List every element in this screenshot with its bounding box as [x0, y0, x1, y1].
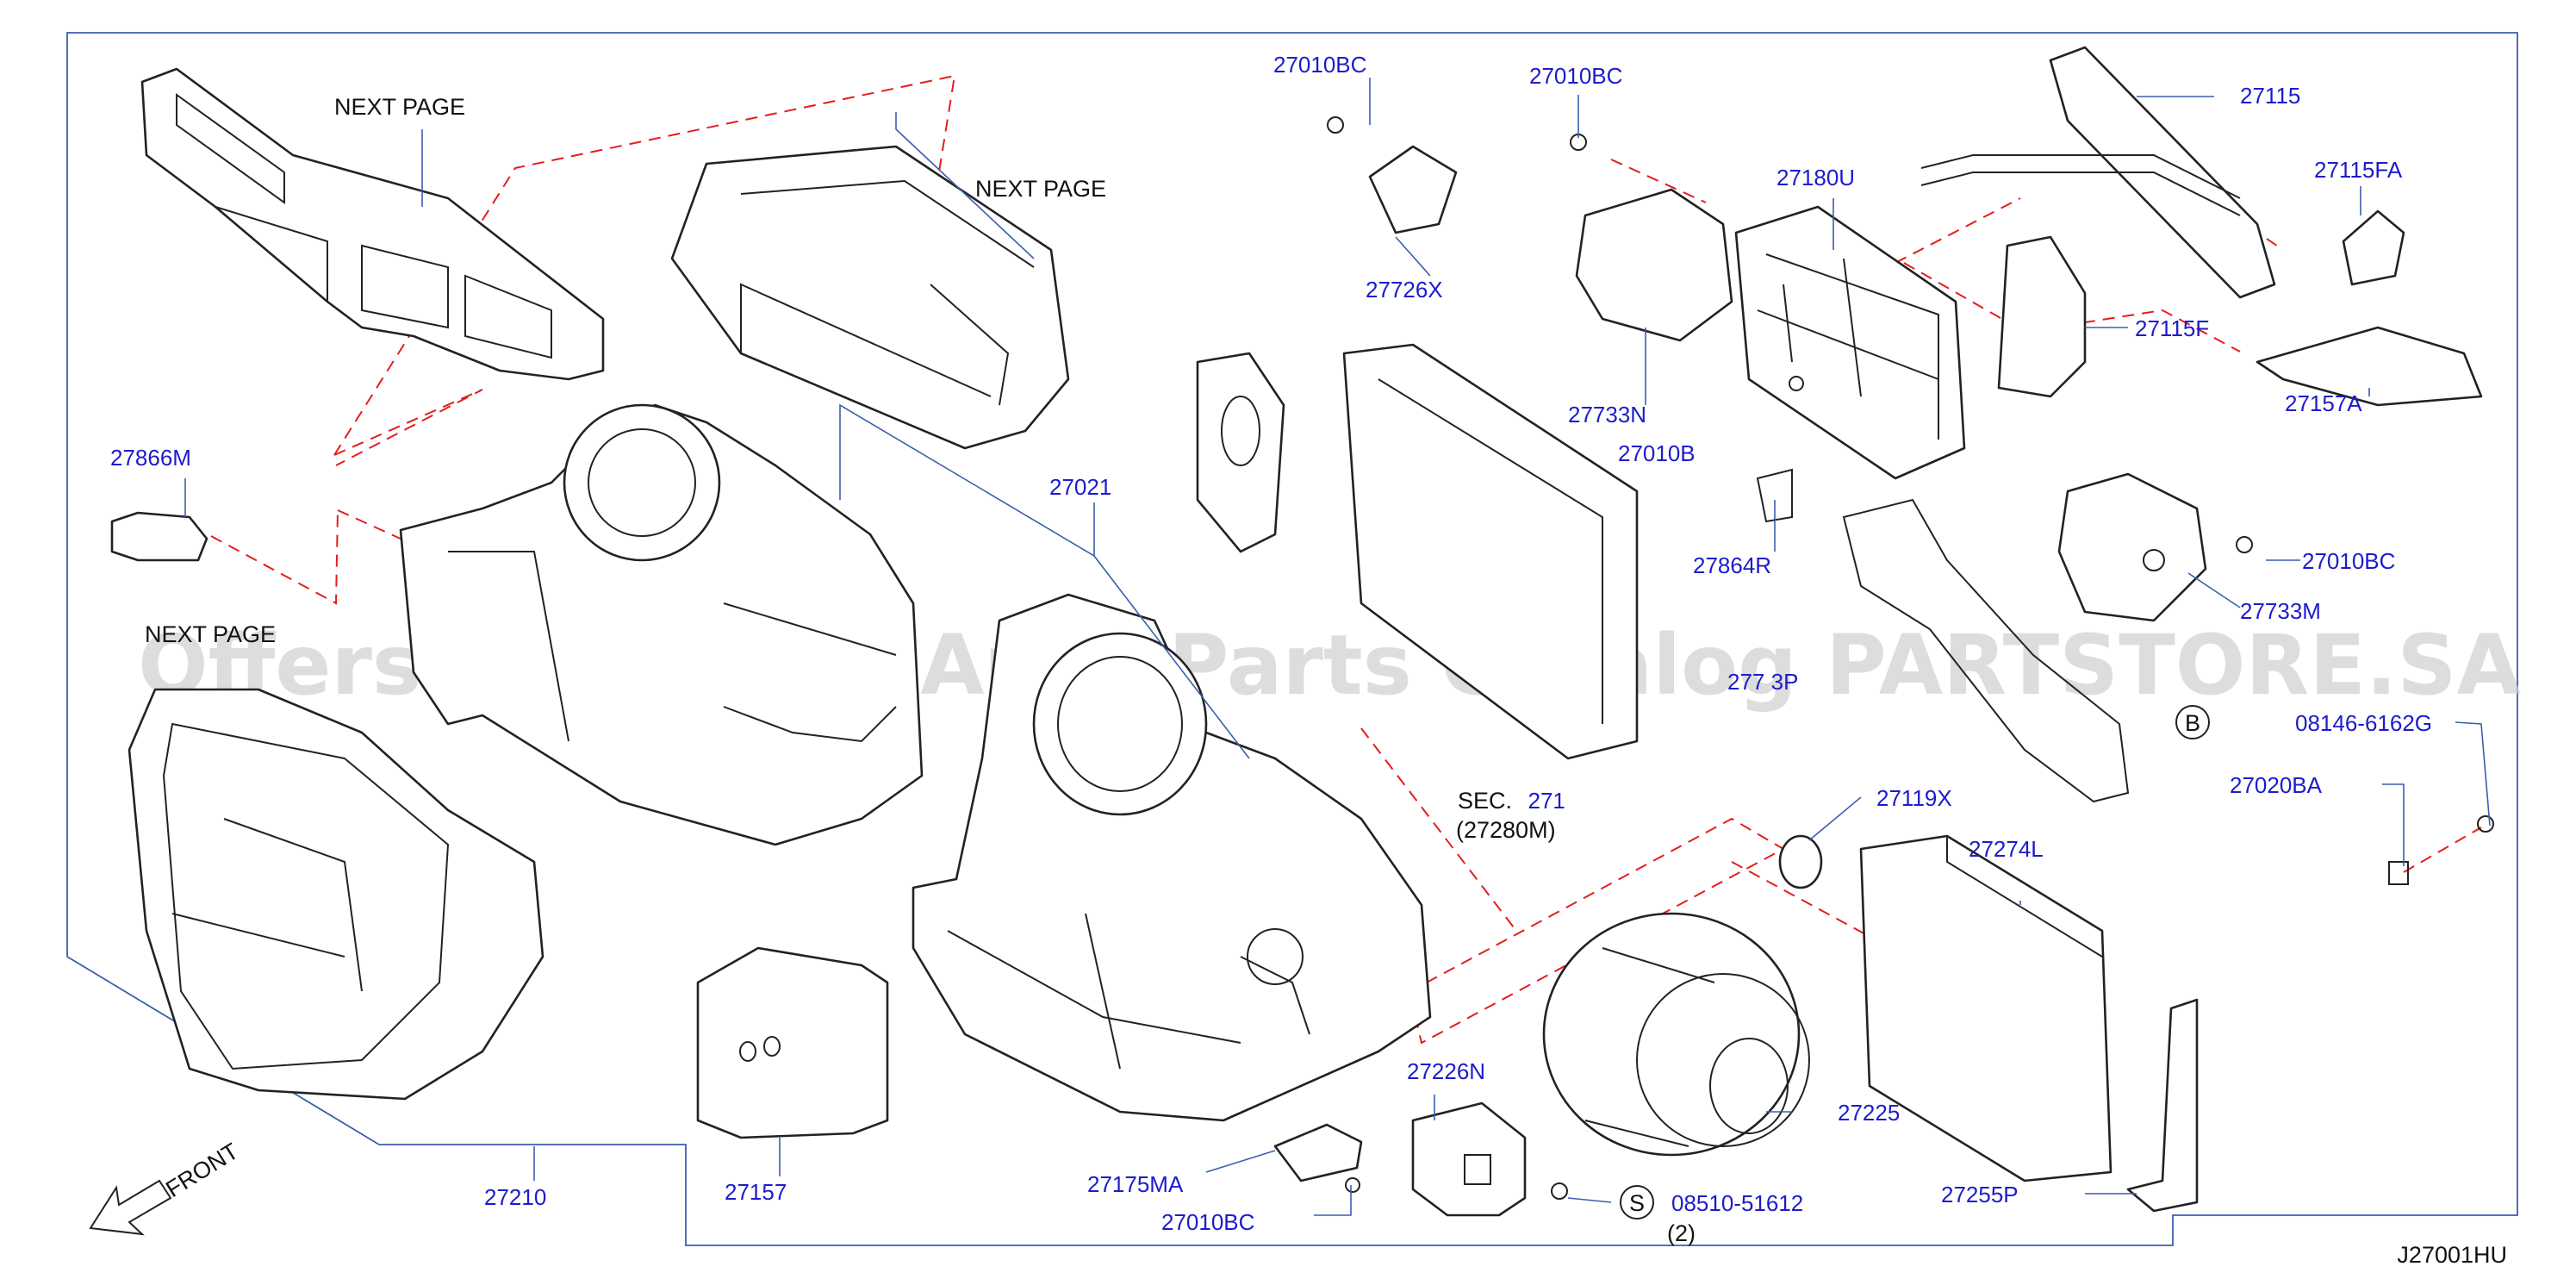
clip-drawing [2342, 209, 2405, 286]
callout-s: S [1620, 1185, 1654, 1220]
bracket-drawing [2126, 998, 2199, 1213]
heater-core-drawing [1920, 46, 2276, 299]
part-27010BC-c[interactable]: 27010BC [2302, 548, 2395, 574]
front-label: FRONT [161, 1138, 243, 1202]
motor-gear-drawing [1778, 834, 1823, 889]
blower-motor-drawing [1542, 912, 1810, 1157]
side-duct-drawing [2256, 326, 2483, 407]
callout-b: B [2175, 705, 2210, 739]
next-page-labels: NEXT PAGE NEXT PAGE NEXT PAGE [145, 94, 1106, 647]
part-27733N[interactable]: 27733N [1568, 402, 1646, 427]
part-08510-quantity: (2) [1667, 1220, 1696, 1246]
evaporator-frame-drawing [1734, 205, 1966, 480]
heater-unit-drawing [912, 593, 1432, 1122]
section-ref-number[interactable]: 271 [1528, 788, 1565, 814]
part-27020BA[interactable]: 27020BA [2230, 772, 2323, 798]
part-27255P[interactable]: 27255P [1941, 1182, 2019, 1207]
part-27157[interactable]: 27157 [725, 1179, 787, 1205]
harness-drawing [1842, 498, 2130, 803]
part-27010BC-d[interactable]: 27010BC [1161, 1209, 1254, 1235]
next-page-label-3[interactable]: NEXT PAGE [145, 621, 276, 647]
part-27175MA[interactable]: 27175MA [1087, 1171, 1184, 1197]
part-number-labels: 27010BC 27010BC 27726X 27180U 27115 2711… [110, 52, 2432, 1246]
part-27864R[interactable]: 27864R [1693, 552, 1771, 578]
upper-case-drawing [670, 145, 1070, 450]
part-27180U[interactable]: 27180U [1776, 165, 1855, 190]
part-27157A[interactable]: 27157A [2285, 390, 2362, 416]
small-bracket-drawing [1273, 1123, 1363, 1182]
part-27726X[interactable]: 27726X [1366, 277, 1443, 303]
section-reference[interactable]: SEC. 271 (27280M) [1456, 788, 1565, 843]
sensor-drawing [1368, 145, 1458, 234]
intake-duct-drawing [140, 67, 605, 381]
part-27226N[interactable]: 27226N [1407, 1058, 1485, 1084]
part-27115[interactable]: 27115 [2240, 83, 2300, 109]
blower-case-drawing [128, 688, 544, 1101]
part-27010BC-a[interactable]: 27010BC [1273, 52, 1366, 78]
part-27010B[interactable]: 27010B [1618, 440, 1696, 466]
next-page-label-1[interactable]: NEXT PAGE [334, 94, 465, 120]
callout-b-symbol: B [2185, 710, 2200, 736]
part-27021[interactable]: 27021 [1049, 474, 1111, 500]
part-27119X[interactable]: 27119X [1876, 785, 1952, 811]
part-27210[interactable]: 27210 [484, 1184, 546, 1210]
section-ref-line-1[interactable]: SEC. 271 [1458, 788, 1565, 814]
part-27115FA[interactable]: 27115FA [2314, 157, 2403, 183]
cabin-filter-drawing [1859, 834, 2112, 1182]
front-arrow-icon [89, 1179, 172, 1236]
part-27115F[interactable]: 27115F [2135, 315, 2209, 341]
next-page-label-2[interactable]: NEXT PAGE [975, 176, 1106, 202]
actuator-n-drawing [1575, 188, 1733, 342]
part-27733P[interactable]: 277 3P [1727, 669, 1798, 695]
part-08146-6162G[interactable]: 08146-6162G [2295, 710, 2432, 736]
part-27225[interactable]: 27225 [1838, 1100, 1900, 1126]
callout-s-symbol: S [1629, 1190, 1645, 1216]
part-27010BC-b[interactable]: 27010BC [1529, 63, 1622, 89]
part-08510-51612[interactable]: 08510-51612 [1671, 1190, 1803, 1216]
leader-lines [184, 78, 2491, 1216]
blower-housing-drawing [399, 403, 924, 846]
connector-drawing [110, 511, 208, 562]
part-27274L[interactable]: 27274L [1969, 836, 2044, 862]
section-ref-prefix: SEC. [1458, 788, 1512, 814]
core-shield-drawing [1997, 235, 2087, 398]
front-direction: FRONT [89, 1138, 243, 1236]
evaporator-core-drawing [1196, 343, 1639, 760]
diagram-code: J27001HU [2397, 1242, 2507, 1268]
part-27733M[interactable]: 27733M [2240, 598, 2321, 624]
part-27866M[interactable]: 27866M [110, 445, 191, 471]
section-ref-sub: (27280M) [1456, 817, 1556, 843]
filter-cover-drawing [696, 946, 889, 1139]
actuator-m-drawing [2057, 472, 2207, 622]
resistor-drawing [1411, 1101, 1527, 1217]
